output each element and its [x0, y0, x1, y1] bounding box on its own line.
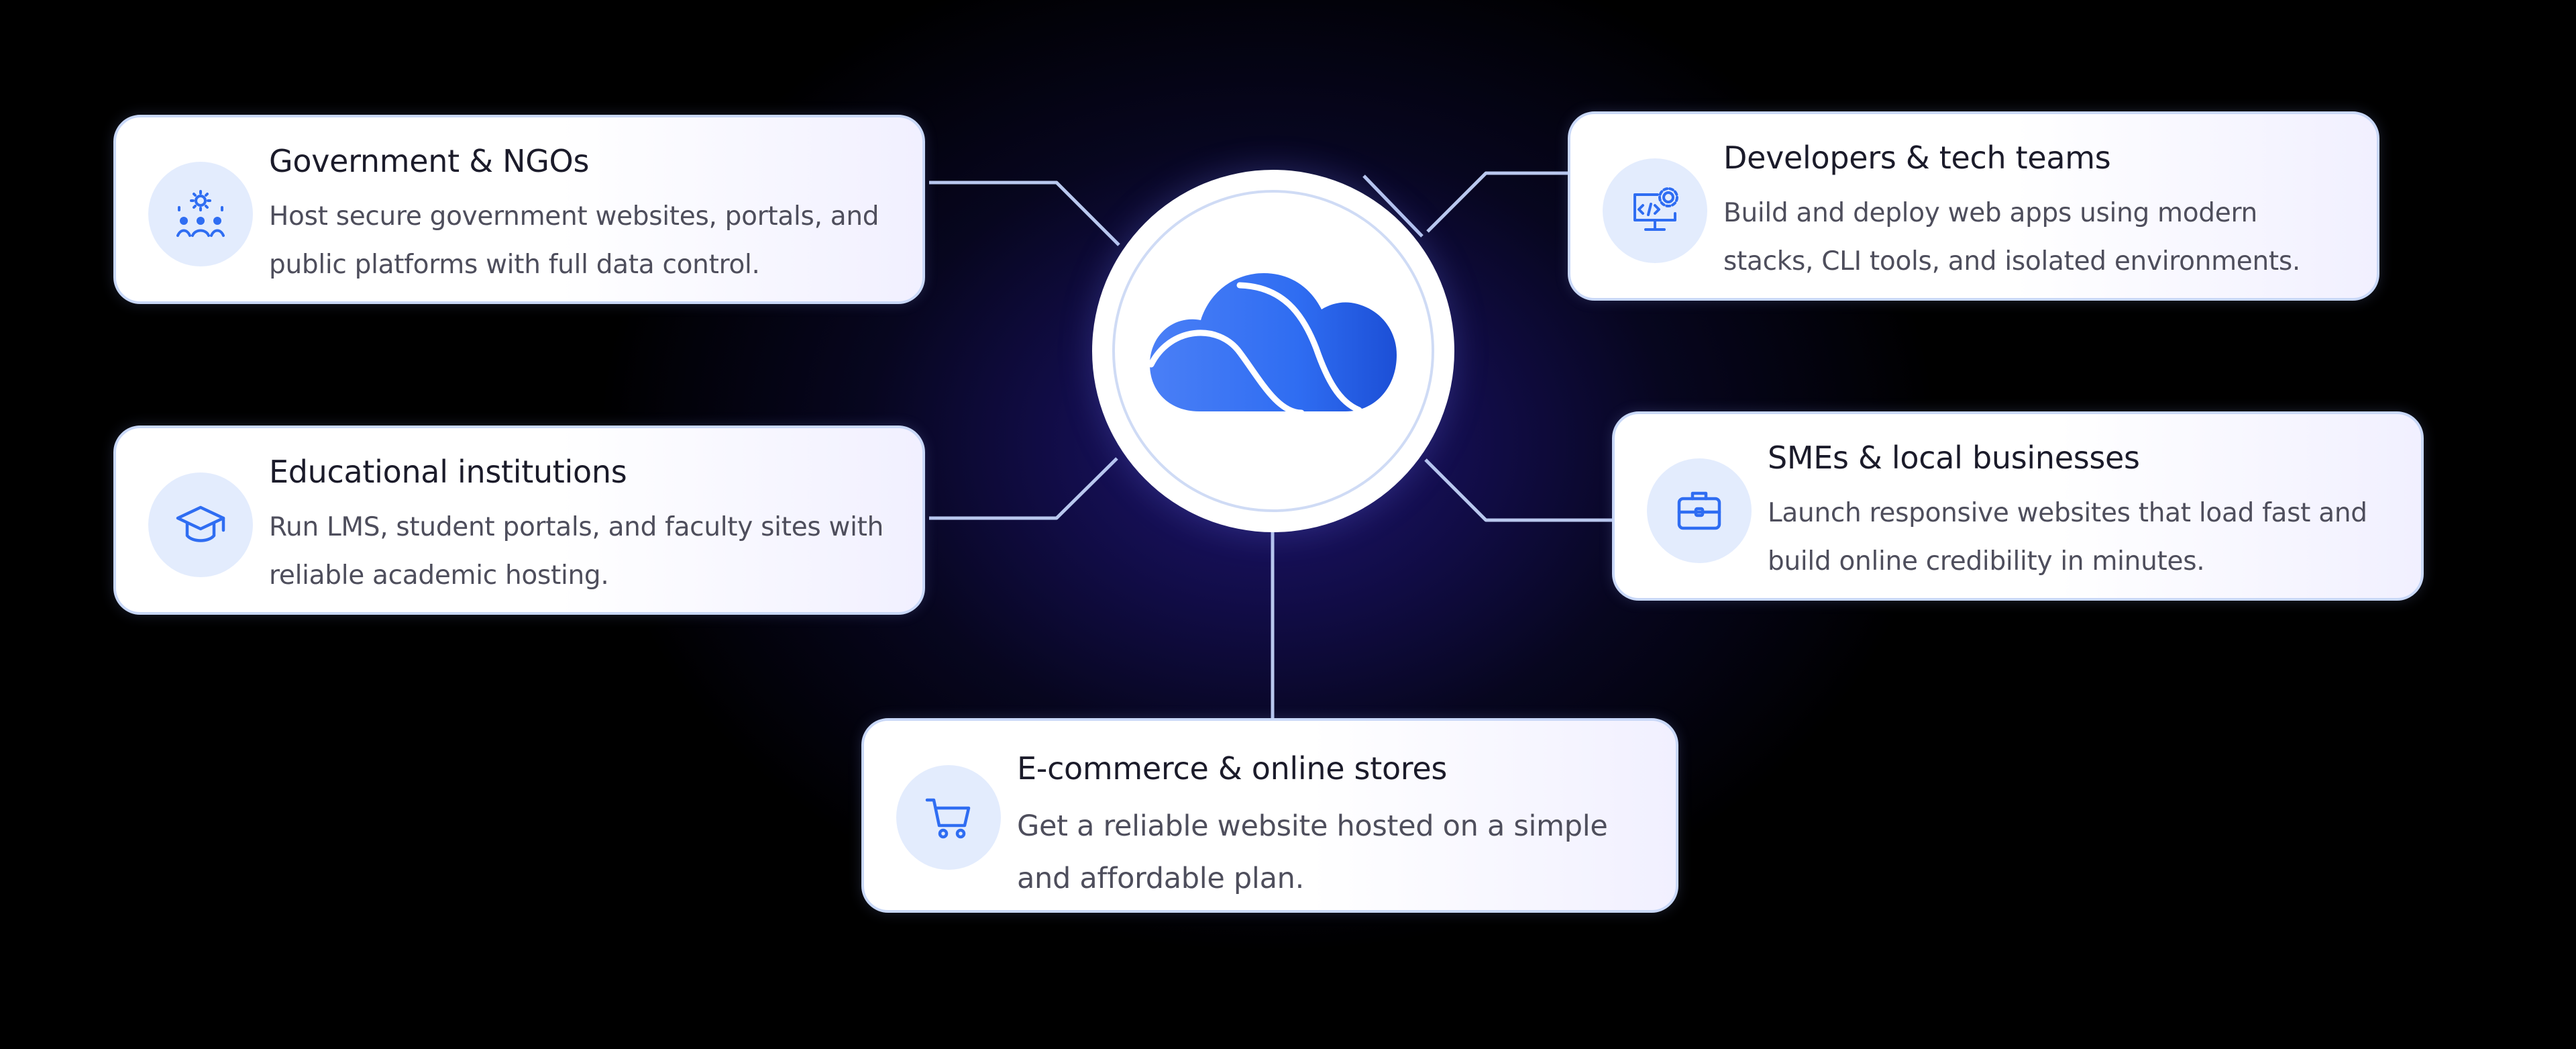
- card-description: Launch responsive websites that load fas…: [1768, 498, 2367, 577]
- hub-ring: [1112, 190, 1434, 512]
- card-description: Host secure government websites, portals…: [269, 201, 879, 280]
- card-description: Build and deploy web apps using modern s…: [1723, 198, 2301, 277]
- card-developers: Developers & tech teams Build and deploy…: [1568, 111, 2379, 301]
- connector-developers: [1426, 171, 1568, 233]
- graduation-cap-icon: [176, 505, 225, 542]
- cloud-logo-icon: [1148, 273, 1397, 416]
- connector-smes: [1424, 458, 1612, 522]
- card-title: Educational institutions: [269, 454, 627, 490]
- connector-developers-spur: [1362, 174, 1424, 238]
- shopping-cart-icon: [925, 798, 971, 839]
- central-hub: [1092, 170, 1454, 532]
- card-education: Educational institutions Run LMS, studen…: [113, 426, 925, 615]
- card-ecommerce: E-commerce & online stores Get a reliabl…: [861, 718, 1678, 913]
- card-title: Developers & tech teams: [1723, 140, 2111, 176]
- card-title: E-commerce & online stores: [1017, 750, 1448, 787]
- card-title: Government & NGOs: [269, 143, 590, 179]
- connector-government: [929, 181, 1120, 246]
- card-government: Government & NGOs Host secure government…: [113, 115, 925, 304]
- people-gear-icon: [176, 190, 225, 237]
- icon-badge: [1603, 158, 1707, 263]
- card-description: Get a reliable website hosted on a simpl…: [1017, 809, 1608, 895]
- card-title: SMEs & local businesses: [1768, 440, 2140, 476]
- icon-badge: [896, 765, 1001, 870]
- icon-badge: [148, 162, 253, 266]
- briefcase-icon: [1677, 491, 1721, 530]
- icon-badge: [1647, 458, 1752, 563]
- card-smes: SMEs & local businesses Launch responsiv…: [1612, 411, 2424, 601]
- card-description: Run LMS, student portals, and faculty si…: [269, 512, 884, 591]
- connector-education: [929, 457, 1118, 520]
- monitor-code-gear-icon: [1633, 187, 1678, 231]
- icon-badge: [148, 472, 253, 577]
